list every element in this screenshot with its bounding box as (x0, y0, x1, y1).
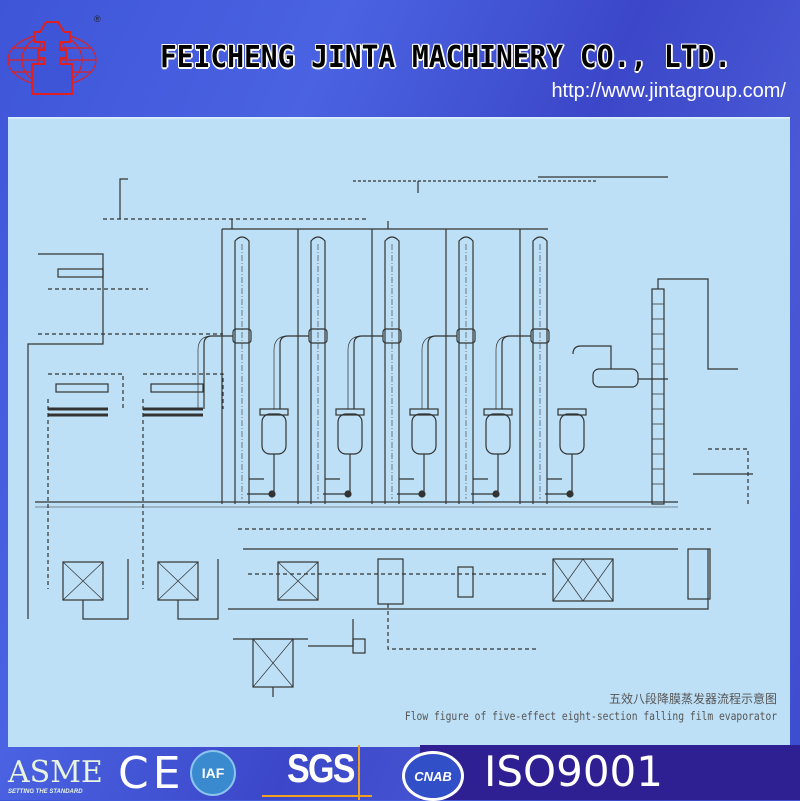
company-logo: ® (7, 14, 101, 95)
certification-footer: ASME SETTING THE STANDARD CE IAF SGS CNA… (0, 745, 800, 801)
process-flow-diagram (27, 176, 753, 697)
diagram-caption-chinese: 五效八段降膜蒸发器流程示意图 (608, 692, 777, 706)
sgs-logo: SGS (287, 747, 355, 791)
vapor-header-line (222, 219, 548, 230)
sgs-underline (262, 795, 372, 797)
website-url[interactable]: http://www.jintagroup.com/ (551, 80, 786, 102)
asme-logo: ASME (8, 755, 103, 790)
evaporator-effect-1 (197, 229, 289, 504)
asme-tagline: SETTING THE STANDARD (8, 789, 83, 795)
iso9001-label: ISO9001 (484, 747, 663, 796)
evaporator-effect-5 (495, 229, 587, 504)
flow-diagram-panel: 五效八段降膜蒸发器流程示意图 Flow figure of five-effec… (8, 117, 790, 747)
company-name: FEICHENG JINTA MACHINERY CO., LTD. (160, 40, 732, 75)
svg-text:®: ® (94, 14, 101, 24)
sgs-divider (358, 745, 360, 800)
evaporator-effect-3 (347, 229, 439, 504)
diagram-caption-english: Flow figure of five-effect eight-section… (404, 709, 777, 723)
footer-dark-band (420, 745, 800, 800)
ce-mark: CE (118, 748, 185, 799)
header: ® FEICHENG JINTA MACHINERY CO., LTD. htt… (0, 0, 800, 116)
iaf-logo: IAF (190, 750, 236, 796)
evaporator-effect-4 (421, 229, 513, 504)
cnab-logo: CNAB (402, 751, 464, 801)
evaporator-effect-2 (273, 229, 365, 504)
